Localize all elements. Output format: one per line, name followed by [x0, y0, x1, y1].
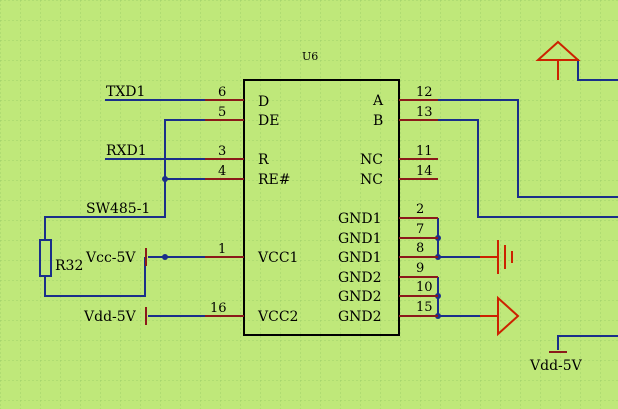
net-label-vcc5: Vcc-5V — [85, 250, 136, 266]
wire-de-tie — [44, 119, 205, 240]
left-pins — [205, 99, 244, 317]
pin-name: VCC1 — [257, 250, 298, 266]
pin-num: 16 — [210, 301, 227, 316]
pin-name: VCC2 — [257, 309, 298, 325]
pin-name: GND2 — [338, 289, 382, 305]
pin-num: 12 — [416, 85, 433, 100]
wire-vdd-right — [557, 335, 618, 350]
wire-r32-bottom — [44, 257, 146, 297]
pin-num: 9 — [416, 261, 424, 276]
right-pins — [399, 99, 438, 317]
pin-num: 15 — [416, 300, 433, 315]
pin-num: 6 — [218, 85, 226, 100]
net-label-sw485: SW485-1 — [86, 201, 150, 217]
ground-triangle-icon — [480, 295, 520, 337]
pin-num: 1 — [218, 242, 226, 257]
pin-name: GND2 — [338, 309, 382, 325]
pin-name: GND1 — [338, 250, 382, 266]
resistor-r32 — [39, 239, 52, 277]
chip-ref: U6 — [302, 50, 318, 63]
right-pin-labels: A 12 B 13 NC 11 NC 14 GND1 2 GND1 7 GND1… — [338, 85, 433, 325]
power-ports — [145, 248, 567, 353]
pin-name: GND1 — [338, 231, 382, 247]
net-label-rxd1: RXD1 — [106, 143, 147, 159]
pin-name: GND1 — [338, 211, 382, 227]
left-pin-labels: 6 D 5 DE 3 R 4 RE# 1 VCC1 16 VCC2 — [210, 85, 298, 325]
pin-name: A — [372, 93, 384, 109]
resistor-ref: R32 — [55, 258, 83, 274]
power-triangle-icon — [535, 40, 581, 80]
pin-num: 10 — [416, 280, 433, 295]
pin-num: 11 — [416, 144, 433, 159]
pin-name: RE# — [258, 172, 291, 188]
junction-de-re — [162, 176, 168, 182]
pin-name: DE — [258, 113, 279, 129]
chip-body — [243, 79, 400, 336]
pin-num: 13 — [416, 105, 433, 120]
ground-icon — [480, 240, 513, 274]
pin-num: 2 — [416, 202, 424, 217]
pin-name: D — [258, 94, 269, 110]
pin-name: B — [373, 113, 383, 129]
pin-name: NC — [360, 152, 383, 168]
pin-name: GND2 — [338, 270, 382, 286]
pin-name: R — [258, 152, 269, 168]
pin-num: 5 — [218, 105, 226, 120]
pin-num: 8 — [416, 241, 424, 256]
pin-num: 3 — [218, 144, 226, 159]
pin-num: 4 — [218, 164, 226, 179]
junction-vcc — [162, 254, 168, 260]
wire-b — [438, 119, 618, 218]
net-label-txd1: TXD1 — [106, 84, 145, 100]
wire-a — [438, 99, 618, 198]
pin-num: 14 — [416, 164, 433, 179]
pin-num: 7 — [416, 222, 424, 237]
net-label-vdd5-right: Vdd-5V — [529, 358, 583, 374]
pin-name: NC — [360, 172, 383, 188]
net-label-vdd5-left: Vdd-5V — [83, 309, 137, 325]
